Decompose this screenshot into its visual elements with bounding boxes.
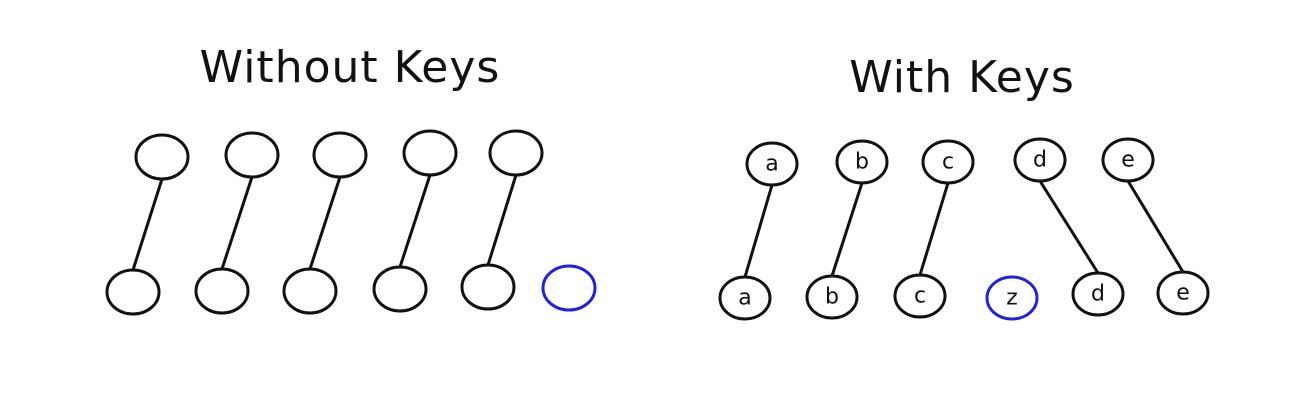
node-circle <box>282 267 338 315</box>
bottom-node: a <box>718 275 772 321</box>
panel-title-with-keys: With Keys <box>849 52 1075 103</box>
node-label: e <box>1176 281 1190 306</box>
bottom-node <box>372 265 428 313</box>
node-circle <box>134 133 190 181</box>
node-label: z <box>1006 286 1018 311</box>
bottom-node: b <box>805 274 859 320</box>
top-node: c <box>921 139 975 185</box>
node-label: e <box>1121 148 1135 173</box>
bottom-node <box>460 263 516 311</box>
link-without-keys-1 <box>220 175 254 271</box>
link-with-keys-4 <box>1126 179 1185 274</box>
node-circle <box>194 267 250 315</box>
node-label: c <box>914 284 926 309</box>
link-with-keys-1 <box>830 181 864 278</box>
panel-with-keys: With Keys a b c d e a b c z d e <box>718 52 1210 321</box>
top-node: a <box>745 141 799 187</box>
bottom-node <box>105 268 161 316</box>
node-circle <box>488 129 544 177</box>
node-circle <box>805 274 859 320</box>
top-node <box>224 131 280 179</box>
node-circle <box>224 131 280 179</box>
bottom-node: d <box>1071 271 1125 317</box>
link-without-keys-3 <box>398 173 432 269</box>
node-circle <box>1101 137 1155 183</box>
node-circle <box>745 141 799 187</box>
node-circle <box>460 263 516 311</box>
top-node <box>402 129 458 177</box>
top-node <box>134 133 190 181</box>
node-label: b <box>825 285 839 310</box>
node-circle <box>1013 137 1067 183</box>
top-node <box>488 129 544 177</box>
node-circle <box>718 275 772 321</box>
node-label: d <box>1033 148 1047 173</box>
new-bottom-node: z <box>985 275 1039 321</box>
node-circle <box>893 273 947 319</box>
node-circle <box>312 131 368 179</box>
node-circle <box>1156 270 1210 316</box>
link-without-keys-2 <box>308 175 342 271</box>
link-with-keys-2 <box>918 181 950 277</box>
new-bottom-node <box>541 264 597 312</box>
nodes-without-keys <box>105 129 597 316</box>
node-label: a <box>765 152 778 177</box>
link-without-keys-0 <box>131 177 164 272</box>
node-circle <box>1071 271 1125 317</box>
links-without-keys <box>131 173 518 272</box>
top-node <box>312 131 368 179</box>
links-with-keys <box>743 179 1185 279</box>
link-with-keys-0 <box>743 183 774 279</box>
bottom-node: e <box>1156 270 1210 316</box>
node-label: a <box>738 286 751 311</box>
panel-without-keys: Without Keys <box>105 42 597 316</box>
bottom-node <box>194 267 250 315</box>
nodes-with-keys: a b c d e a b c z d e <box>718 137 1210 321</box>
link-with-keys-3 <box>1038 179 1100 275</box>
panel-title-without-keys: Without Keys <box>200 42 501 93</box>
node-label: b <box>855 150 869 175</box>
node-circle <box>985 275 1039 321</box>
node-circle <box>921 139 975 185</box>
link-without-keys-4 <box>486 173 518 267</box>
node-circle <box>541 264 597 312</box>
node-label: c <box>942 150 954 175</box>
bottom-node <box>282 267 338 315</box>
bottom-node: c <box>893 273 947 319</box>
node-circle <box>402 129 458 177</box>
node-circle <box>105 268 161 316</box>
top-node: e <box>1101 137 1155 183</box>
node-circle <box>835 139 889 185</box>
top-node: d <box>1013 137 1067 183</box>
node-circle <box>372 265 428 313</box>
top-node: b <box>835 139 889 185</box>
node-label: d <box>1091 282 1105 307</box>
